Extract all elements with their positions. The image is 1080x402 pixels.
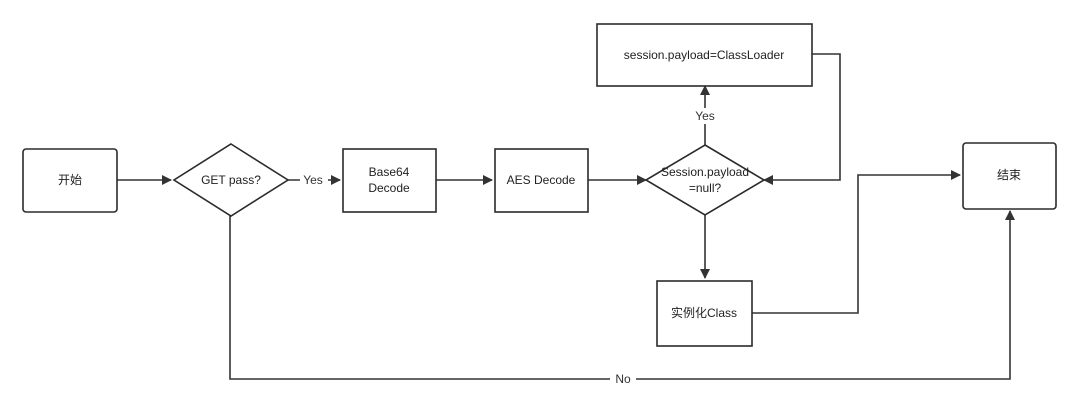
edge-label-get-yes: Yes [303,173,323,187]
edges [117,53,1015,380]
node-set-payload-label: session.payload=ClassLoader [624,48,784,62]
node-start-label: 开始 [58,173,82,187]
edge-label-get-no: No [615,372,631,386]
node-base64-decode: Base64 Decode [342,148,437,213]
edge-set-payload-to-session-check [763,53,841,185]
node-session-check-label-line2: =null? [689,181,722,195]
edge-label-session-yes: Yes [695,109,715,123]
node-get-pass: GET pass? [172,143,290,217]
node-session-check-label-line1: Session.payload [661,165,749,179]
node-set-payload: session.payload=ClassLoader [596,23,813,87]
node-get-pass-label: GET pass? [201,173,261,187]
edge-instantiate-to-end [752,170,961,314]
node-end-label: 结束 [997,168,1021,182]
node-start: 开始 [22,148,118,213]
node-aes-decode: AES Decode [494,148,589,213]
node-instantiate-class: 实例化Class [656,280,753,347]
node-base64-label-line2: Decode [368,181,410,195]
node-aes-decode-label: AES Decode [507,173,576,187]
node-session-check: Session.payload =null? [644,144,766,216]
edge-get-pass-no-to-end [229,210,1015,380]
node-end: 结束 [962,142,1057,210]
edge-labels: Yes Yes No [300,108,719,387]
node-base64-label-line1: Base64 [369,165,410,179]
node-instantiate-label: 实例化Class [671,305,737,320]
